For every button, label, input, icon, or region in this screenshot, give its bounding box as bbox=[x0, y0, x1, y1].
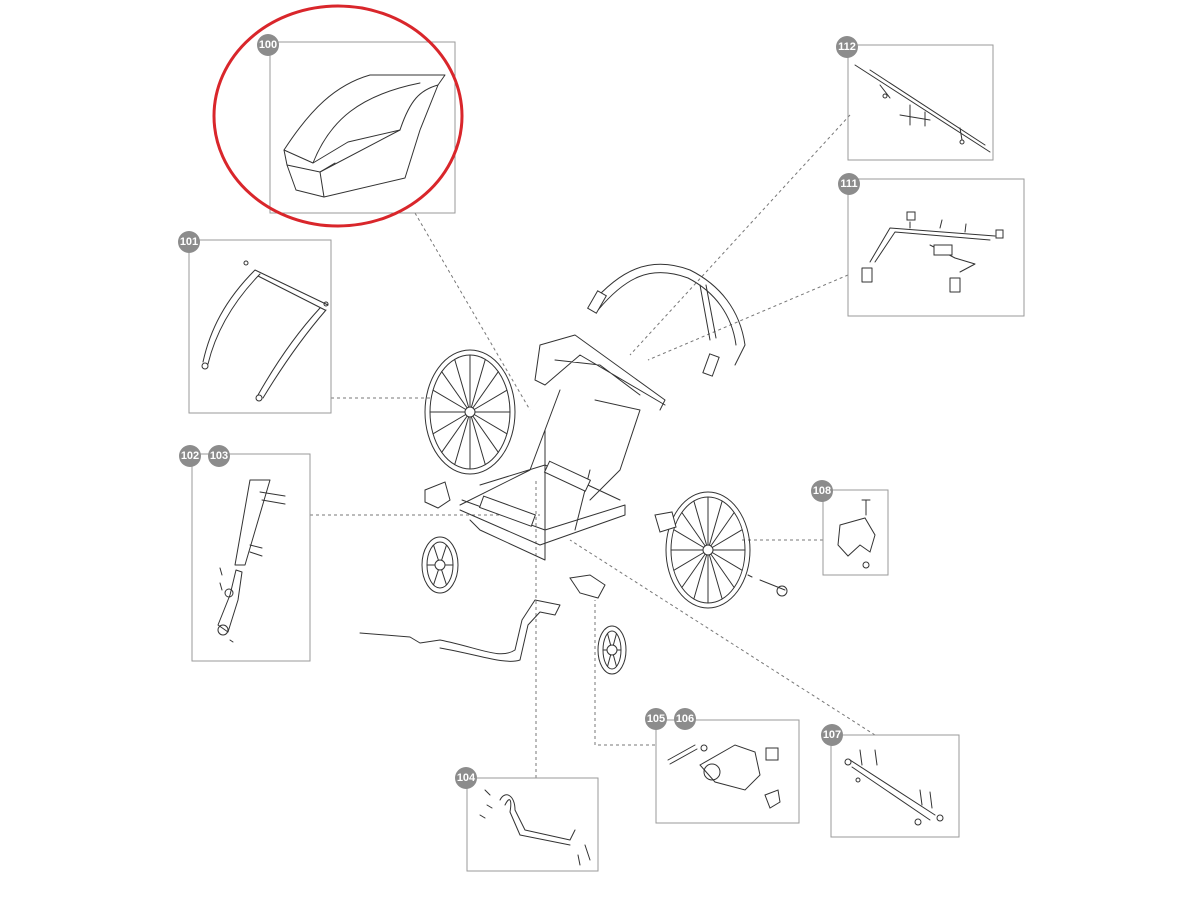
callout-badge-108[interactable]: 108 bbox=[811, 480, 833, 502]
part-112-drawing bbox=[854, 64, 991, 153]
callout-badge-100[interactable]: 100 bbox=[257, 34, 279, 56]
callout-label: 104 bbox=[457, 772, 476, 784]
front-wheel-right bbox=[597, 625, 627, 675]
part-101-drawing bbox=[201, 260, 329, 402]
callout-label: 106 bbox=[676, 713, 694, 725]
part-box-100[interactable] bbox=[269, 41, 456, 214]
callout-badge-104[interactable]: 104 bbox=[455, 767, 477, 789]
part-108-drawing bbox=[837, 499, 876, 569]
part-box-112[interactable] bbox=[847, 44, 994, 161]
leader-112 bbox=[629, 114, 851, 356]
part-box-104[interactable] bbox=[466, 777, 599, 872]
leader-100 bbox=[414, 212, 531, 411]
part-box-102-103[interactable] bbox=[191, 453, 311, 662]
callout-label: 107 bbox=[823, 729, 841, 741]
callout-label: 102 bbox=[181, 450, 199, 462]
part-box-107[interactable] bbox=[830, 734, 960, 838]
part-box-111[interactable] bbox=[847, 178, 1025, 317]
part-111-drawing bbox=[861, 211, 1004, 293]
callout-badge-103[interactable]: 103 bbox=[208, 445, 230, 467]
right-rear-wheel bbox=[665, 491, 751, 609]
trailer-frame-assembly bbox=[359, 263, 788, 675]
callout-badge-112[interactable]: 112 bbox=[836, 36, 858, 58]
callout-badge-111[interactable]: 111 bbox=[838, 173, 860, 195]
part-box-108[interactable] bbox=[822, 489, 889, 576]
callout-badge-106[interactable]: 106 bbox=[674, 708, 696, 730]
leader-105-106 bbox=[594, 600, 655, 746]
callout-label: 112 bbox=[838, 41, 856, 53]
callout-label: 105 bbox=[647, 713, 665, 725]
callout-badge-101[interactable]: 101 bbox=[178, 231, 200, 253]
part-107-drawing bbox=[844, 749, 944, 826]
callout-label: 103 bbox=[210, 450, 228, 462]
callout-badge-107[interactable]: 107 bbox=[821, 724, 843, 746]
callout-badge-105[interactable]: 105 bbox=[645, 708, 667, 730]
callout-badge-102[interactable]: 102 bbox=[179, 445, 201, 467]
callout-label: 101 bbox=[180, 236, 198, 248]
callout-label: 100 bbox=[259, 39, 277, 51]
canopy-part-drawing bbox=[283, 74, 446, 198]
left-rear-wheel bbox=[424, 349, 516, 475]
highlight-circle bbox=[212, 4, 464, 228]
part-104-drawing bbox=[479, 789, 591, 866]
part-box-105-106[interactable] bbox=[655, 719, 800, 824]
part-102-103-drawing bbox=[217, 479, 286, 643]
leader-107 bbox=[569, 539, 876, 736]
leader-111 bbox=[647, 274, 849, 361]
callout-label: 108 bbox=[813, 485, 831, 497]
leader-lines bbox=[310, 114, 876, 778]
part-105-106-drawing bbox=[667, 744, 781, 809]
part-box-101[interactable] bbox=[188, 239, 332, 414]
callout-label: 111 bbox=[840, 178, 857, 190]
front-wheel-left bbox=[421, 536, 459, 594]
